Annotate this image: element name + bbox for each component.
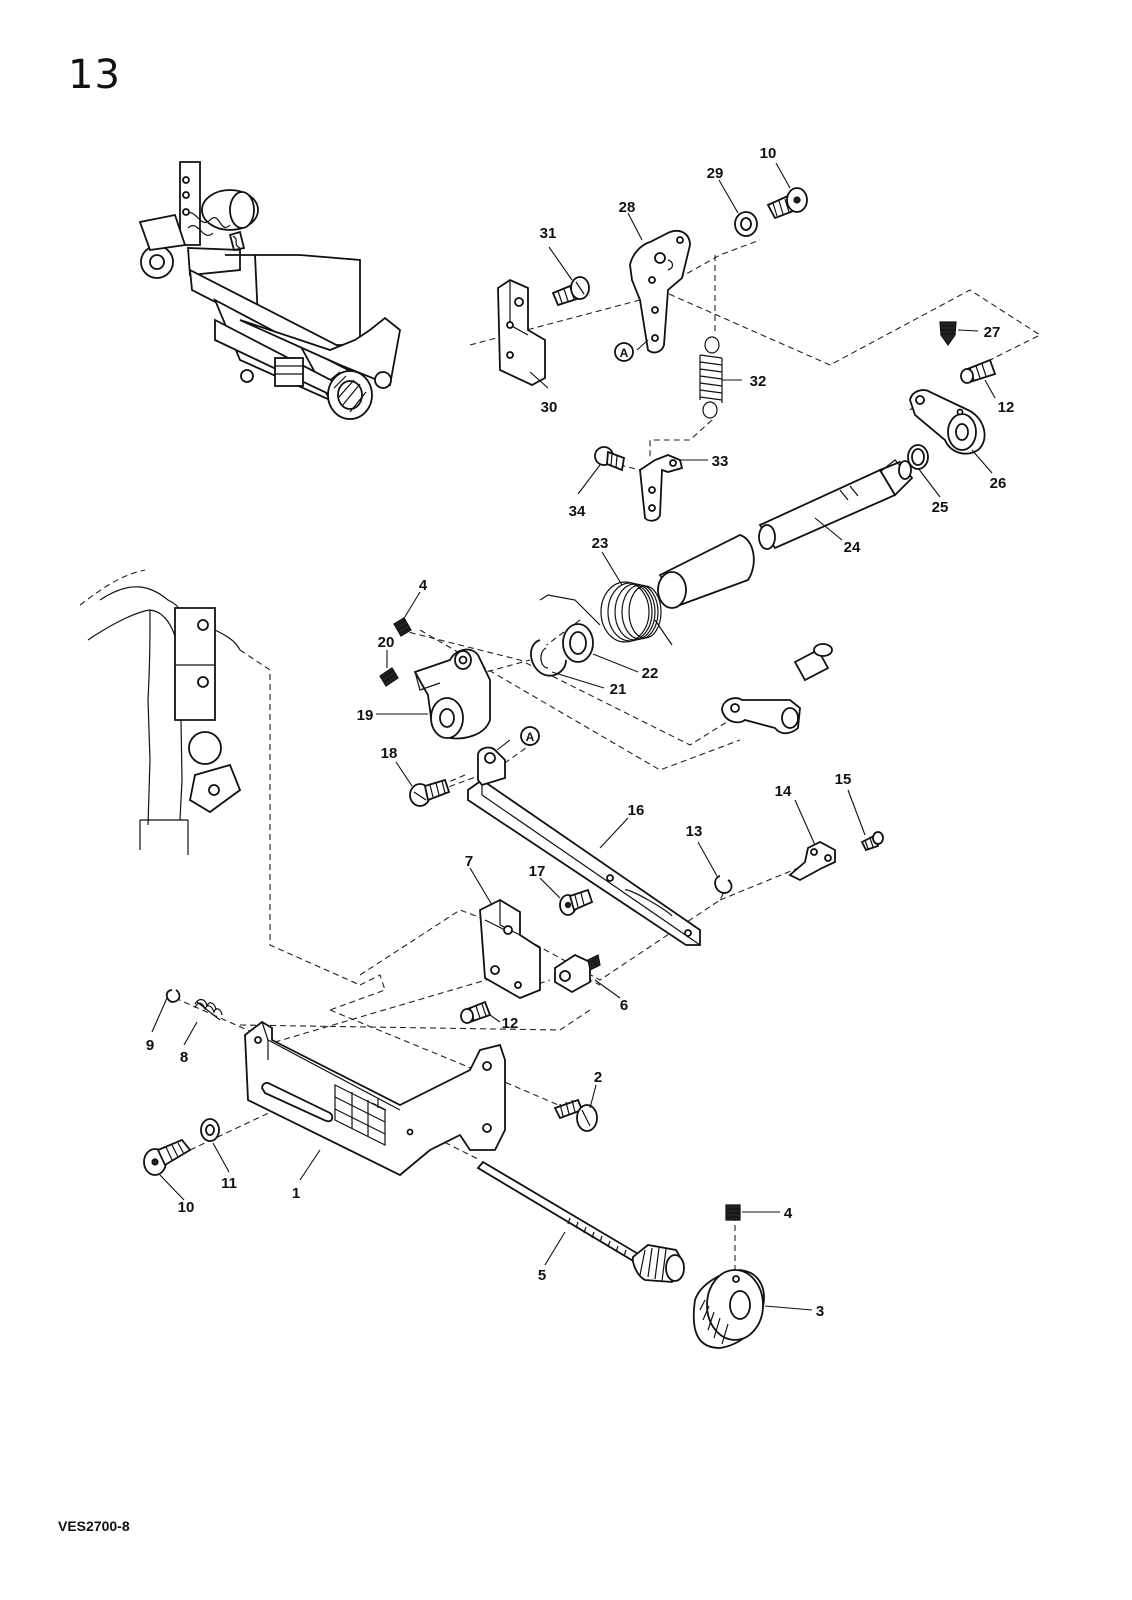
callout-31: 31 <box>540 225 557 242</box>
part-31-screw <box>551 276 590 307</box>
callout-28: 28 <box>619 199 636 216</box>
part-17-screw <box>559 888 594 916</box>
part-9-e-ring <box>165 989 181 1003</box>
callout-25: 25 <box>932 499 949 516</box>
part-12-screw-upper <box>960 358 997 384</box>
part-12-screw-lower <box>460 1000 492 1024</box>
assembled-unit-illustration <box>138 161 401 420</box>
part-6-clamp <box>554 953 601 994</box>
reference-mark-a-lower: A <box>520 726 540 746</box>
callout-17: 17 <box>529 863 546 880</box>
callout-6: 6 <box>620 997 628 1014</box>
part-28-lever-plate <box>629 230 691 354</box>
callout-30: 30 <box>541 399 558 416</box>
callout-10-lower: 10 <box>178 1199 195 1216</box>
callout-4-upper: 4 <box>419 577 428 594</box>
part-3-knob <box>692 1269 765 1349</box>
part-13-e-ring <box>714 875 733 894</box>
callout-1: 1 <box>292 1185 300 1202</box>
callout-24: 24 <box>844 539 861 556</box>
callout-18: 18 <box>381 745 398 762</box>
part-4-set-screw-lower <box>725 1204 741 1221</box>
part-19-crank <box>413 648 491 740</box>
part-26-crank <box>909 389 986 455</box>
callout-numbers: 1 2 3 4 4 5 6 7 8 9 10 10 11 12 12 13 14… <box>146 145 1015 1320</box>
part-1-bracket <box>244 1020 506 1177</box>
callout-29: 29 <box>707 165 724 182</box>
part-10-screw-lower <box>143 1138 192 1176</box>
callout-5: 5 <box>538 1267 546 1284</box>
part-25-ring <box>907 444 929 470</box>
callout-15: 15 <box>835 771 852 788</box>
callout-8: 8 <box>180 1049 188 1066</box>
callout-10-upper: 10 <box>760 145 777 162</box>
part-34-screw <box>594 446 626 472</box>
callout-14: 14 <box>775 783 792 800</box>
part-8-spring <box>194 998 223 1021</box>
leader-lines <box>151 162 996 1311</box>
callout-3: 3 <box>816 1303 824 1320</box>
callout-12-lower: 12 <box>502 1015 519 1032</box>
callout-4-lower: 4 <box>784 1205 793 1222</box>
document-code: VES2700-8 <box>58 1518 130 1534</box>
part-18-screw <box>409 778 451 807</box>
page-number: 13 <box>68 52 121 98</box>
part-20-set-screw <box>379 667 399 687</box>
callout-13: 13 <box>686 823 703 840</box>
part-11-washer <box>200 1118 220 1142</box>
part-32-extension-spring <box>699 336 723 419</box>
reference-mark-label: A <box>620 346 629 360</box>
part-30-block <box>497 278 546 387</box>
part-10-screw-upper <box>766 187 808 220</box>
reference-mark-label: A <box>526 730 535 744</box>
part-14-plate <box>788 840 836 882</box>
callout-12-upper: 12 <box>998 399 1015 416</box>
part-2-screw <box>553 1098 598 1132</box>
callout-2: 2 <box>594 1069 602 1086</box>
part-16-link-rod <box>467 746 701 946</box>
callout-27: 27 <box>984 324 1001 341</box>
part-33-bracket <box>639 454 684 522</box>
link-and-pin-unnumbered <box>721 643 833 735</box>
callout-22: 22 <box>642 665 659 682</box>
part-29-washer <box>734 211 758 237</box>
callout-11: 11 <box>221 1175 237 1192</box>
part-27-set-screw <box>939 321 957 347</box>
callout-32: 32 <box>750 373 767 390</box>
callout-34: 34 <box>569 503 586 520</box>
part-24-shaft <box>657 459 914 609</box>
callout-21: 21 <box>610 681 627 698</box>
callout-16: 16 <box>628 802 645 819</box>
callout-20: 20 <box>378 634 395 651</box>
part-7-block <box>479 898 541 999</box>
part-21-e-ring <box>530 639 567 677</box>
callout-26: 26 <box>990 475 1007 492</box>
callout-19: 19 <box>357 707 374 724</box>
part-5-adjusting-screw <box>476 1160 685 1283</box>
callout-23: 23 <box>592 535 609 552</box>
part-4-set-screw-upper <box>393 617 412 637</box>
part-23-torsion-spring <box>539 581 673 646</box>
callout-7: 7 <box>465 853 473 870</box>
part-15-screw <box>860 831 884 852</box>
callout-33: 33 <box>712 453 729 470</box>
part-22-washer <box>562 623 594 663</box>
machine-arm-outline <box>79 569 361 986</box>
reference-mark-a-upper: A <box>614 342 634 362</box>
callout-9: 9 <box>146 1037 154 1054</box>
